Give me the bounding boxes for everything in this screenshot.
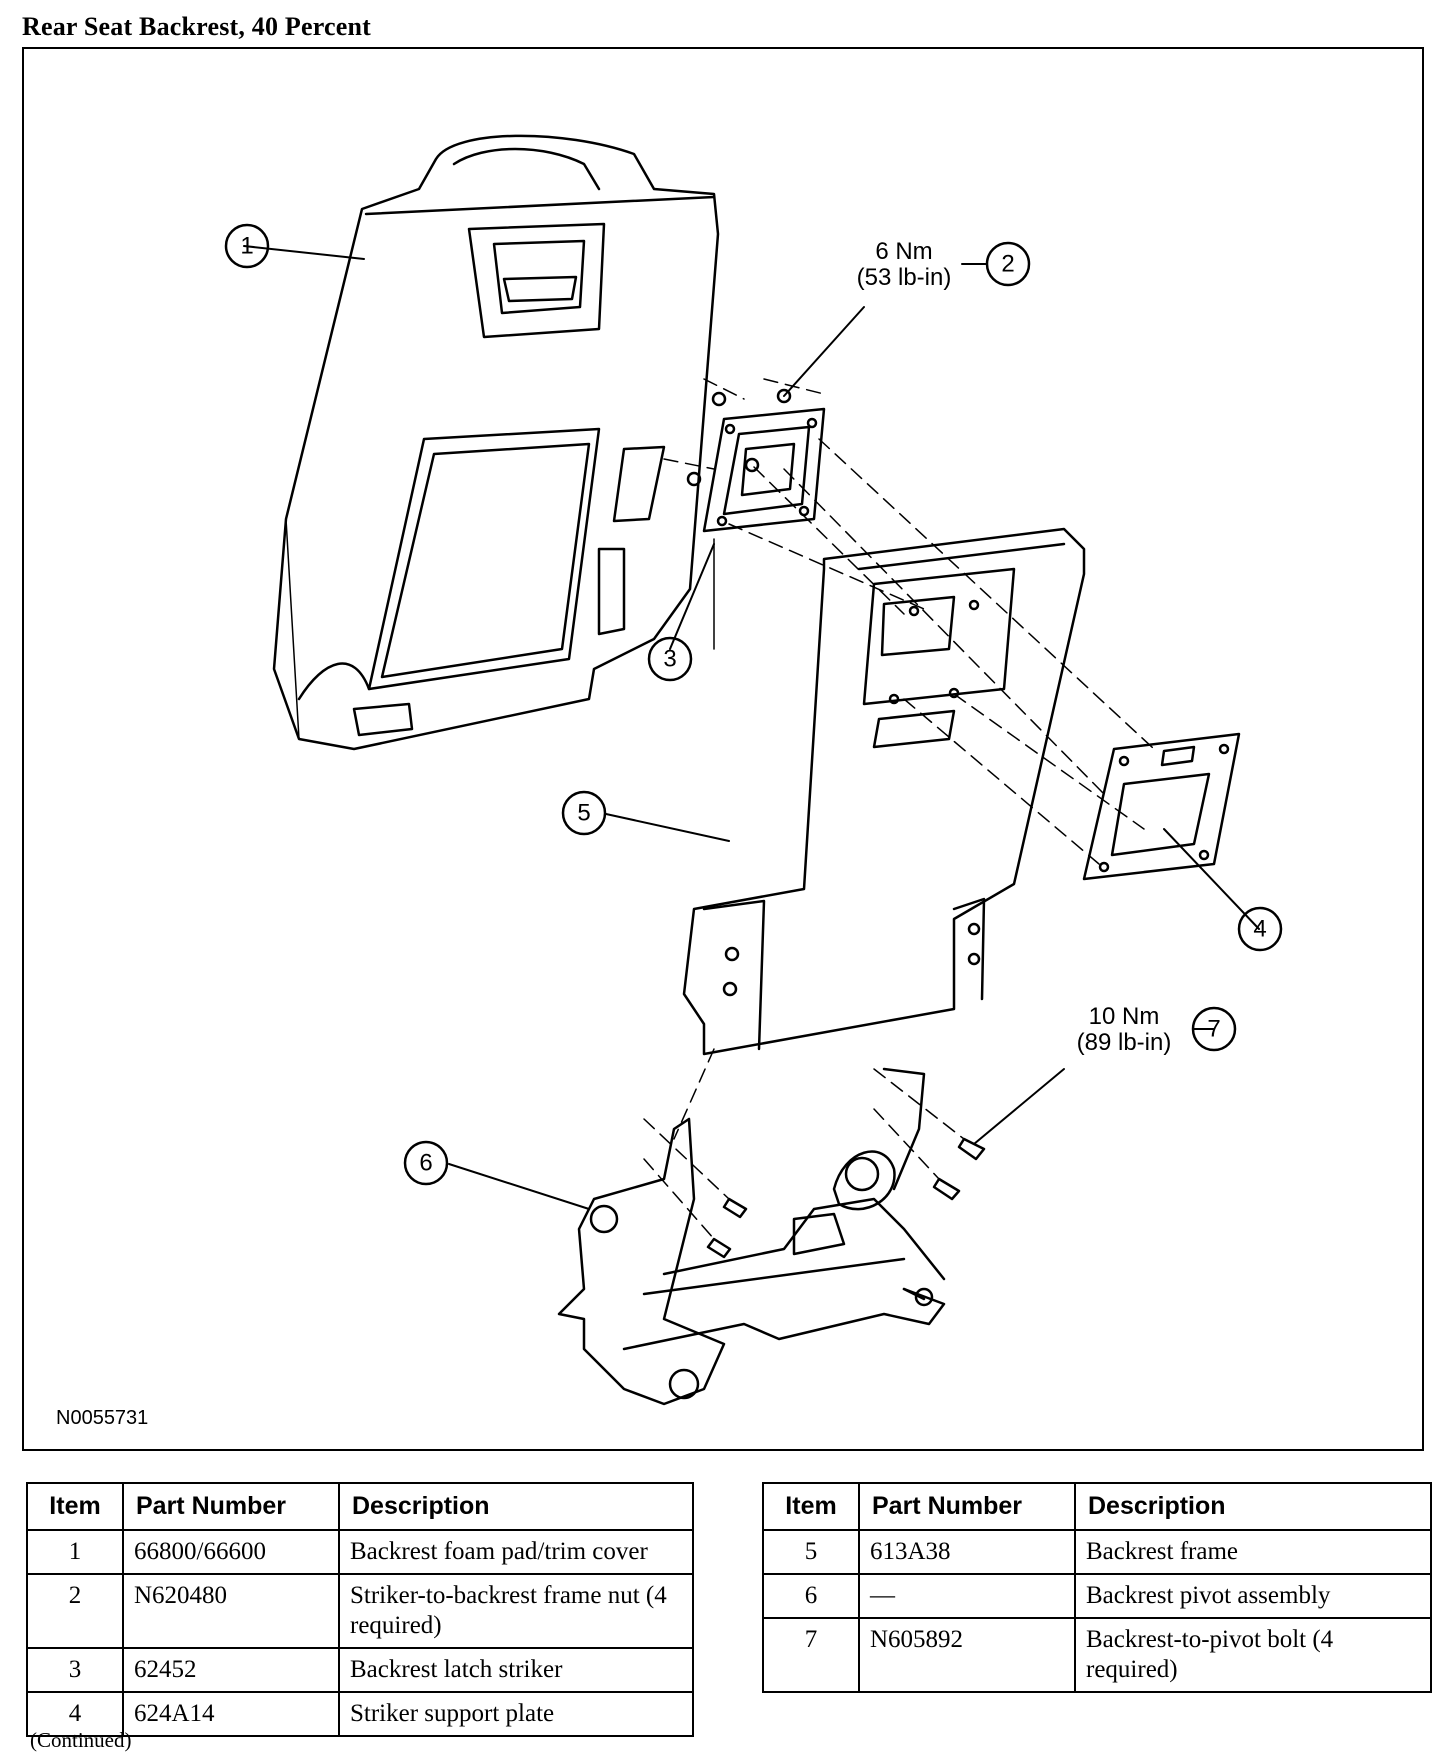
cell-description: Backrest latch striker bbox=[338, 1647, 694, 1693]
table-header-row: Item Part Number Description bbox=[26, 1482, 694, 1531]
callout-1-number: 1 bbox=[240, 233, 253, 260]
callout-6-number: 6 bbox=[419, 1150, 432, 1177]
cell-description: Backrest foam pad/trim cover bbox=[338, 1529, 694, 1575]
torque-label-7-nm: 10 Nm bbox=[1089, 1003, 1160, 1030]
cell-item: 5 bbox=[762, 1529, 860, 1575]
table-row: 5 613A38 Backrest frame bbox=[762, 1529, 1432, 1575]
striker-nuts-drawing bbox=[686, 388, 792, 487]
exploded-view-drawing: 1 2 3 4 5 7 6 6 Nm (53 lb-in) 10 Nm (89 … bbox=[56, 134, 1283, 1429]
header-description: Description bbox=[1074, 1482, 1432, 1531]
backrest-pivot-assembly-drawing bbox=[557, 1067, 946, 1406]
cell-description: Backrest pivot assembly bbox=[1074, 1573, 1432, 1619]
table-row: 2 N620480 Striker-to-backrest frame nut … bbox=[26, 1573, 694, 1649]
torque-label-7-imperial: (89 lb-in) bbox=[1077, 1029, 1172, 1056]
callout-2-number: 2 bbox=[1001, 251, 1014, 278]
torque-label-2-imperial: (53 lb-in) bbox=[857, 264, 952, 291]
header-item: Item bbox=[762, 1482, 860, 1531]
header-description: Description bbox=[338, 1482, 694, 1531]
page-title: Rear Seat Backrest, 40 Percent bbox=[22, 12, 371, 41]
cell-part-number: — bbox=[858, 1573, 1076, 1619]
cell-description: Backrest frame bbox=[1074, 1529, 1432, 1575]
leader-lines bbox=[243, 245, 1260, 1210]
cell-part-number: 624A14 bbox=[122, 1691, 340, 1737]
table-row: 6 — Backrest pivot assembly bbox=[762, 1573, 1432, 1619]
pivot-bolts-drawing bbox=[706, 1137, 986, 1259]
table-row: 7 N605892 Backrest-to-pivot bolt (4 requ… bbox=[762, 1617, 1432, 1693]
cell-item: 3 bbox=[26, 1647, 124, 1693]
cell-part-number: 613A38 bbox=[858, 1529, 1076, 1575]
cell-item: 1 bbox=[26, 1529, 124, 1575]
cell-item: 4 bbox=[26, 1691, 124, 1737]
alignment-lines bbox=[643, 378, 1155, 1240]
backrest-frame-drawing bbox=[682, 527, 1086, 1056]
cell-part-number: 66800/66600 bbox=[122, 1529, 340, 1575]
cell-part-number: 62452 bbox=[122, 1647, 340, 1693]
backrest-foam-pad-drawing bbox=[272, 134, 720, 751]
table-header-row: Item Part Number Description bbox=[762, 1482, 1432, 1531]
header-part-number: Part Number bbox=[858, 1482, 1076, 1531]
callout-5-number: 5 bbox=[577, 800, 590, 827]
header-item: Item bbox=[26, 1482, 124, 1531]
callout-4-number: 4 bbox=[1253, 916, 1266, 943]
cell-description: Backrest-to-pivot bolt (4 required) bbox=[1074, 1617, 1432, 1693]
cell-item: 7 bbox=[762, 1617, 860, 1693]
callout-3-number: 3 bbox=[663, 646, 676, 673]
table-row: 4 624A14 Striker support plate bbox=[26, 1691, 694, 1737]
exploded-view-figure: 1 2 3 4 5 7 6 6 Nm (53 lb-in) 10 Nm (89 … bbox=[22, 47, 1424, 1451]
torque-label-2-nm: 6 Nm bbox=[875, 238, 932, 265]
callout-6-number-7: 7 bbox=[1207, 1016, 1220, 1043]
backrest-latch-striker-drawing bbox=[702, 407, 826, 650]
striker-support-plate-drawing bbox=[1082, 732, 1241, 881]
header-part-number: Part Number bbox=[122, 1482, 340, 1531]
continued-note: (Continued) bbox=[30, 1728, 132, 1752]
cell-part-number: N605892 bbox=[858, 1617, 1076, 1693]
figure-id: N0055731 bbox=[56, 1407, 148, 1429]
cell-part-number: N620480 bbox=[122, 1573, 340, 1649]
parts-table-right: Item Part Number Description 5 613A38 Ba… bbox=[762, 1482, 1432, 1693]
cell-description: Striker-to-backrest frame nut (4 require… bbox=[338, 1573, 694, 1649]
table-row: 1 66800/66600 Backrest foam pad/trim cov… bbox=[26, 1529, 694, 1575]
cell-item: 6 bbox=[762, 1573, 860, 1619]
cell-item: 2 bbox=[26, 1573, 124, 1649]
table-row: 3 62452 Backrest latch striker bbox=[26, 1647, 694, 1693]
cell-description: Striker support plate bbox=[338, 1691, 694, 1737]
parts-table-left: Item Part Number Description 1 66800/666… bbox=[26, 1482, 694, 1737]
callout-circles bbox=[224, 223, 1283, 1186]
